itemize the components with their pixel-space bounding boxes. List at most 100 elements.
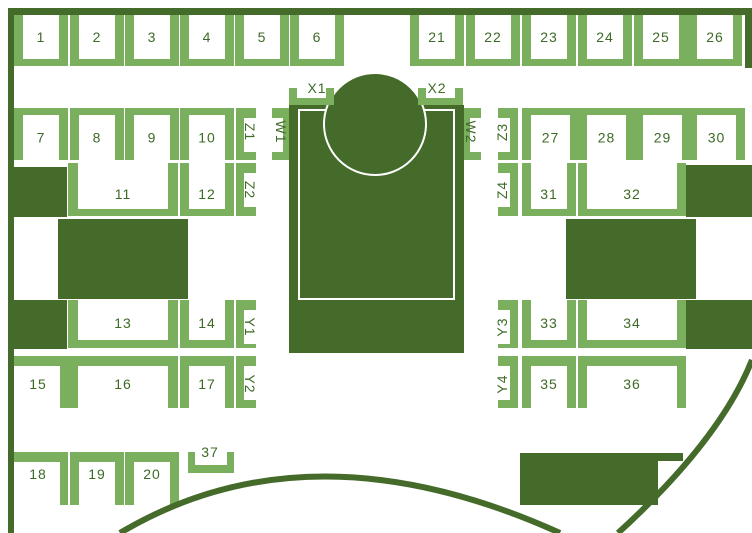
booth-z2-floor[interactable] [244, 173, 256, 207]
booth-36[interactable]: 36 [578, 356, 686, 408]
booth-7-floor[interactable] [23, 115, 59, 160]
booth-4-label: 4 [203, 29, 212, 45]
booth-22-floor[interactable] [475, 15, 511, 59]
booth-9-floor[interactable] [134, 115, 170, 160]
booth-31-floor[interactable] [531, 163, 567, 209]
booth-4-floor[interactable] [189, 15, 225, 59]
booth-32[interactable]: 32 [578, 163, 686, 216]
booth-12[interactable]: 12 [180, 163, 234, 216]
booth-10[interactable]: 10 [180, 108, 234, 160]
booth-35[interactable]: 35 [522, 356, 576, 408]
booth-25-floor[interactable] [643, 15, 679, 59]
booth-y3-floor[interactable] [498, 310, 510, 344]
booth-26-floor[interactable] [697, 15, 733, 59]
booth-w1-floor[interactable] [272, 118, 283, 152]
booth-14[interactable]: 14 [180, 300, 234, 348]
booth-8[interactable]: 8 [70, 108, 124, 160]
booth-5[interactable]: 5 [235, 15, 289, 66]
booth-17-floor[interactable] [189, 366, 225, 408]
booth-27-floor[interactable] [531, 115, 570, 160]
booth-z1[interactable]: Z1 [236, 108, 258, 160]
booth-6[interactable]: 6 [290, 15, 344, 66]
booth-31[interactable]: 31 [522, 163, 576, 216]
booth-7[interactable]: 7 [14, 108, 68, 160]
booth-13-floor[interactable] [78, 300, 168, 340]
booth-21-floor[interactable] [419, 15, 455, 59]
booth-17[interactable]: 17 [180, 356, 234, 408]
booth-18[interactable]: 18 [14, 452, 68, 505]
booth-y1[interactable]: Y1 [236, 300, 258, 348]
booth-11[interactable]: 11 [68, 163, 178, 216]
booth-30-floor[interactable] [697, 115, 736, 160]
booth-z3[interactable]: Z3 [494, 108, 518, 160]
booth-5-floor[interactable] [244, 15, 280, 59]
booth-y4-floor[interactable] [498, 366, 510, 400]
booth-x1-floor[interactable] [297, 88, 326, 98]
booth-2-floor[interactable] [79, 15, 115, 59]
booth-2[interactable]: 2 [70, 15, 124, 66]
booth-z4[interactable]: Z4 [494, 163, 518, 216]
booth-12-floor[interactable] [189, 163, 225, 209]
booth-x1[interactable]: X1 [289, 80, 334, 105]
booth-18-floor[interactable] [14, 462, 60, 505]
booth-35-floor[interactable] [531, 366, 567, 408]
booth-13[interactable]: 13 [68, 300, 178, 348]
booth-3[interactable]: 3 [125, 15, 179, 66]
booth-w1[interactable]: W1 [272, 108, 289, 160]
booth-4[interactable]: 4 [180, 15, 234, 66]
booth-34-floor[interactable] [587, 300, 677, 340]
booth-9[interactable]: 9 [125, 108, 179, 160]
booth-6-floor[interactable] [299, 15, 335, 59]
booth-20-floor[interactable] [134, 462, 170, 505]
booth-33[interactable]: 33 [522, 300, 576, 348]
booth-y2-floor[interactable] [244, 366, 256, 400]
booth-37[interactable]: 37 [188, 444, 234, 473]
booth-15[interactable]: 15 [14, 356, 68, 408]
booth-y2[interactable]: Y2 [236, 356, 258, 408]
booth-16[interactable]: 16 [68, 356, 178, 408]
booth-1[interactable]: 1 [14, 15, 68, 66]
booth-19-floor[interactable] [79, 462, 115, 505]
booth-29[interactable]: 29 [634, 108, 691, 160]
booth-26[interactable]: 26 [688, 15, 742, 66]
booth-w2-floor[interactable] [470, 118, 481, 152]
booth-8-floor[interactable] [79, 115, 115, 160]
booth-z1-floor[interactable] [244, 118, 256, 152]
booth-14-floor[interactable] [189, 300, 225, 340]
booth-24-floor[interactable] [587, 15, 623, 59]
booth-z3-floor[interactable] [498, 118, 510, 152]
booth-34[interactable]: 34 [578, 300, 686, 348]
booth-23-floor[interactable] [531, 15, 567, 59]
booth-32-floor[interactable] [587, 163, 677, 209]
booth-10-floor[interactable] [189, 115, 225, 160]
booth-16-floor[interactable] [78, 366, 168, 408]
booth-y3[interactable]: Y3 [494, 300, 518, 348]
booth-1-floor[interactable] [23, 15, 59, 59]
booth-15-floor[interactable] [14, 366, 60, 408]
booth-3-floor[interactable] [134, 15, 170, 59]
booth-21[interactable]: 21 [410, 15, 464, 66]
booth-37-floor[interactable] [195, 452, 227, 465]
booth-11-floor[interactable] [78, 163, 168, 209]
booth-27[interactable]: 27 [522, 108, 579, 160]
booth-33-floor[interactable] [531, 300, 567, 340]
booth-28-floor[interactable] [587, 115, 626, 160]
dark-block-left-upper [14, 167, 67, 217]
booth-30[interactable]: 30 [688, 108, 745, 160]
booth-25[interactable]: 25 [634, 15, 688, 66]
booth-24[interactable]: 24 [578, 15, 632, 66]
booth-z4-floor[interactable] [498, 173, 510, 207]
booth-y4[interactable]: Y4 [494, 356, 518, 408]
booth-28[interactable]: 28 [578, 108, 635, 160]
booth-19[interactable]: 19 [70, 452, 124, 505]
booth-36-floor[interactable] [587, 366, 677, 408]
booth-23[interactable]: 23 [522, 15, 576, 66]
booth-29-floor[interactable] [643, 115, 682, 160]
booth-22[interactable]: 22 [466, 15, 520, 66]
booth-w2[interactable]: W2 [463, 108, 481, 160]
booth-x2-floor[interactable] [426, 88, 455, 98]
booth-y1-floor[interactable] [244, 310, 256, 344]
booth-x2[interactable]: X2 [418, 80, 463, 105]
booth-20[interactable]: 20 [125, 452, 179, 505]
booth-z2[interactable]: Z2 [236, 163, 258, 216]
